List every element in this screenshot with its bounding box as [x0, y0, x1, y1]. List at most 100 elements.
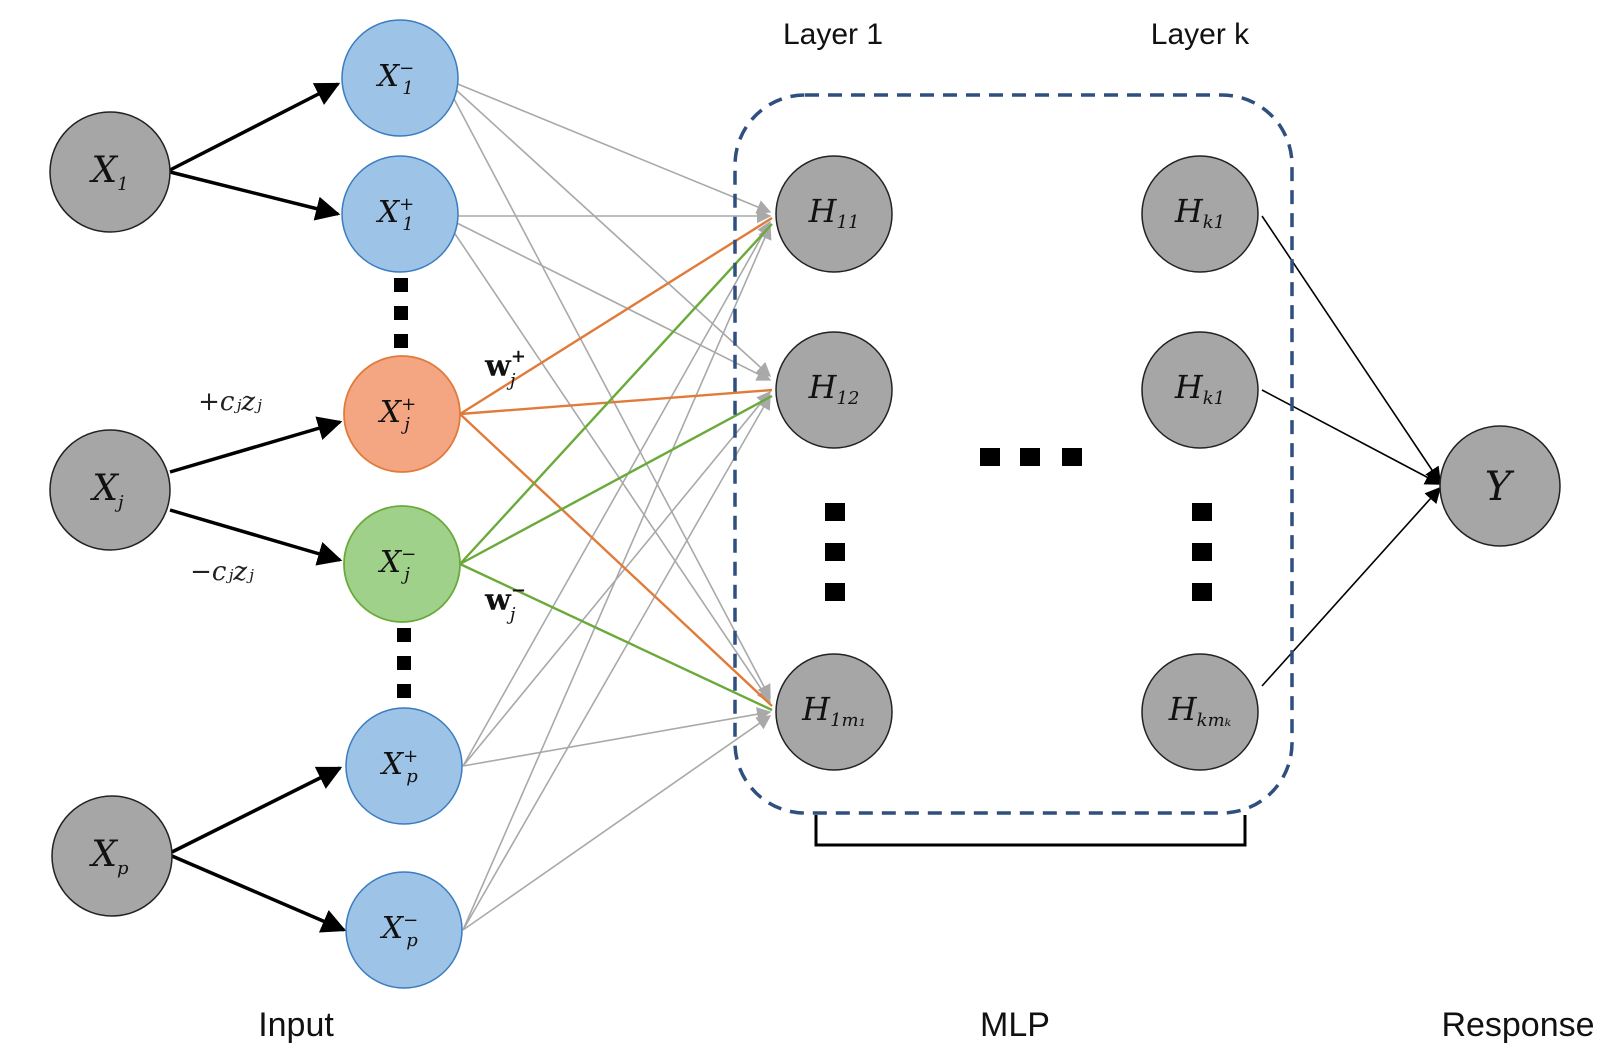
node-hk1-mid-base: H [1174, 368, 1204, 406]
label-w-minus: w− j [484, 580, 526, 625]
hidden-to-response-arrows [1261, 215, 1442, 687]
label-w-plus-sup: + [511, 346, 526, 367]
mlp-dashed-box [733, 93, 1294, 815]
node-h1m1-base: H [801, 690, 831, 728]
edge-xpminus-h11 [462, 224, 772, 931]
node-xj-minus: X−j [343, 505, 461, 623]
node-x1-minus-sub: 1 [402, 78, 413, 99]
node-xp-sub: p [117, 858, 129, 879]
edge-xjminus-h12 [459, 394, 773, 566]
layer1-vertical-ellipsis [825, 503, 845, 601]
node-xp: Xp [51, 795, 173, 917]
svg-text:H12: H12 [808, 368, 860, 409]
input-vertical-ellipsis-upper [394, 278, 408, 348]
xj-minus-green-edges [459, 223, 773, 712]
caption-response: Response [1441, 1006, 1594, 1044]
label-w-plus: w+j [484, 346, 526, 391]
edge-x1plus-h1m1 [442, 215, 771, 704]
node-hk1-mid: Hk1 [1141, 331, 1259, 449]
svg-text:Hk1: Hk1 [1174, 368, 1225, 409]
node-h11-sub: 11 [837, 212, 860, 233]
svg-text:H1m₁: H1m₁ [801, 690, 866, 731]
node-xp-minus-sup: − [403, 910, 418, 931]
arrow-xp-to-xpminus [171, 854, 347, 933]
node-xp-minus: X−p [345, 871, 463, 989]
node-x1-plus: X+1 [341, 155, 459, 273]
node-x1: X1 [49, 111, 171, 233]
node-h11-base: H [808, 192, 838, 230]
svg-text:X+j: X+j [378, 394, 416, 435]
arrow-xp-to-xpplus [171, 766, 343, 854]
node-xp-plus-sup: + [403, 746, 418, 767]
edge-xjplus-h11 [459, 216, 773, 416]
edge-xpplus-h1m1 [462, 707, 772, 767]
node-xj-plus-base: X [378, 395, 403, 430]
node-xj-sub: j [114, 492, 124, 513]
node-x1-minus-base: X [376, 59, 401, 94]
node-xj-minus-base: X [378, 545, 403, 580]
arrow-x1-to-x1plus [169, 170, 341, 221]
edge-xpplus-h11 [462, 220, 771, 767]
svg-text:Hkmₖ: Hkmₖ [1168, 690, 1232, 731]
edge-x1minus-h1m1 [442, 77, 771, 700]
edge-xjplus-h1m1 [459, 413, 773, 707]
node-x1-sub: 1 [117, 174, 128, 195]
node-h1m1: H1m₁ [775, 653, 893, 771]
svg-text:H11: H11 [808, 192, 860, 233]
svg-text:X+1: X+1 [376, 194, 414, 235]
node-h11: H11 [775, 155, 893, 273]
edge-xjminus-h11 [459, 223, 773, 565]
node-x1-minus-sup: − [399, 58, 414, 79]
svg-text:Xp: Xp [88, 834, 129, 879]
xj-plus-orange-edges [459, 216, 773, 707]
node-xp-base: X [88, 834, 118, 875]
node-h12-base: H [808, 368, 838, 406]
svg-text:Hk1: Hk1 [1174, 192, 1225, 233]
node-y: Y [1439, 425, 1561, 547]
node-xp-minus-sub: p [406, 930, 418, 951]
node-hk1-mid-sub: k1 [1203, 388, 1225, 409]
node-xp-plus: X+p [345, 707, 463, 825]
label-w-minus-sup: − [511, 580, 526, 601]
caption-input: Input [258, 1006, 334, 1044]
label-w-minus-base: w [484, 583, 512, 618]
node-xj-plus-sub: j [400, 414, 410, 435]
input-split-arrows [169, 82, 347, 933]
svg-text:X−1: X−1 [376, 58, 414, 99]
node-x1-plus-base: X [376, 195, 401, 230]
svg-text:X−p: X−p [380, 910, 418, 951]
input-to-hidden-gray-edges [442, 77, 772, 931]
caption-mlp: MLP [980, 1006, 1050, 1044]
layers-horizontal-ellipsis [980, 448, 1082, 466]
arrow-xj-to-xjplus [169, 416, 343, 474]
header-layer-1: Layer 1 [783, 18, 883, 51]
node-hk1-top-base: H [1174, 192, 1204, 230]
node-xj-plus: X+j [343, 355, 461, 473]
label-w-minus-sub: j [506, 604, 516, 625]
node-xp-plus-base: X [380, 747, 405, 782]
node-xj-base: X [89, 468, 119, 509]
label-minus-scale: −cⱼzⱼ [190, 557, 254, 587]
header-layer-k: Layer k [1151, 18, 1250, 51]
node-xj-plus-sup: + [401, 394, 416, 415]
node-hkmk-sub: kmₖ [1197, 710, 1232, 731]
edge-x1minus-h11 [442, 77, 772, 214]
edge-x1minus-h12 [442, 77, 772, 377]
node-xj-minus-sub: j [400, 564, 410, 585]
node-h12-sub: 12 [837, 388, 860, 409]
svg-text:X+p: X+p [380, 746, 418, 787]
edge-xpminus-h1m1 [462, 715, 772, 931]
node-x1-base: X [88, 150, 118, 191]
node-xj-minus-sup: − [401, 544, 416, 565]
node-y-label: Y [1485, 464, 1515, 510]
node-h1m1-sub: 1m₁ [830, 710, 866, 731]
arrow-xj-to-xjminus [169, 508, 343, 566]
edge-xpminus-h12 [462, 394, 771, 931]
arrow-x1-to-x1minus [169, 82, 341, 172]
label-plus-scale: +cⱼzⱼ [198, 387, 262, 417]
node-xp-plus-sub: p [406, 766, 418, 787]
node-hkmk-base: H [1168, 690, 1198, 728]
svg-text:X1: X1 [88, 150, 128, 195]
label-w-plus-sub: j [506, 370, 516, 391]
